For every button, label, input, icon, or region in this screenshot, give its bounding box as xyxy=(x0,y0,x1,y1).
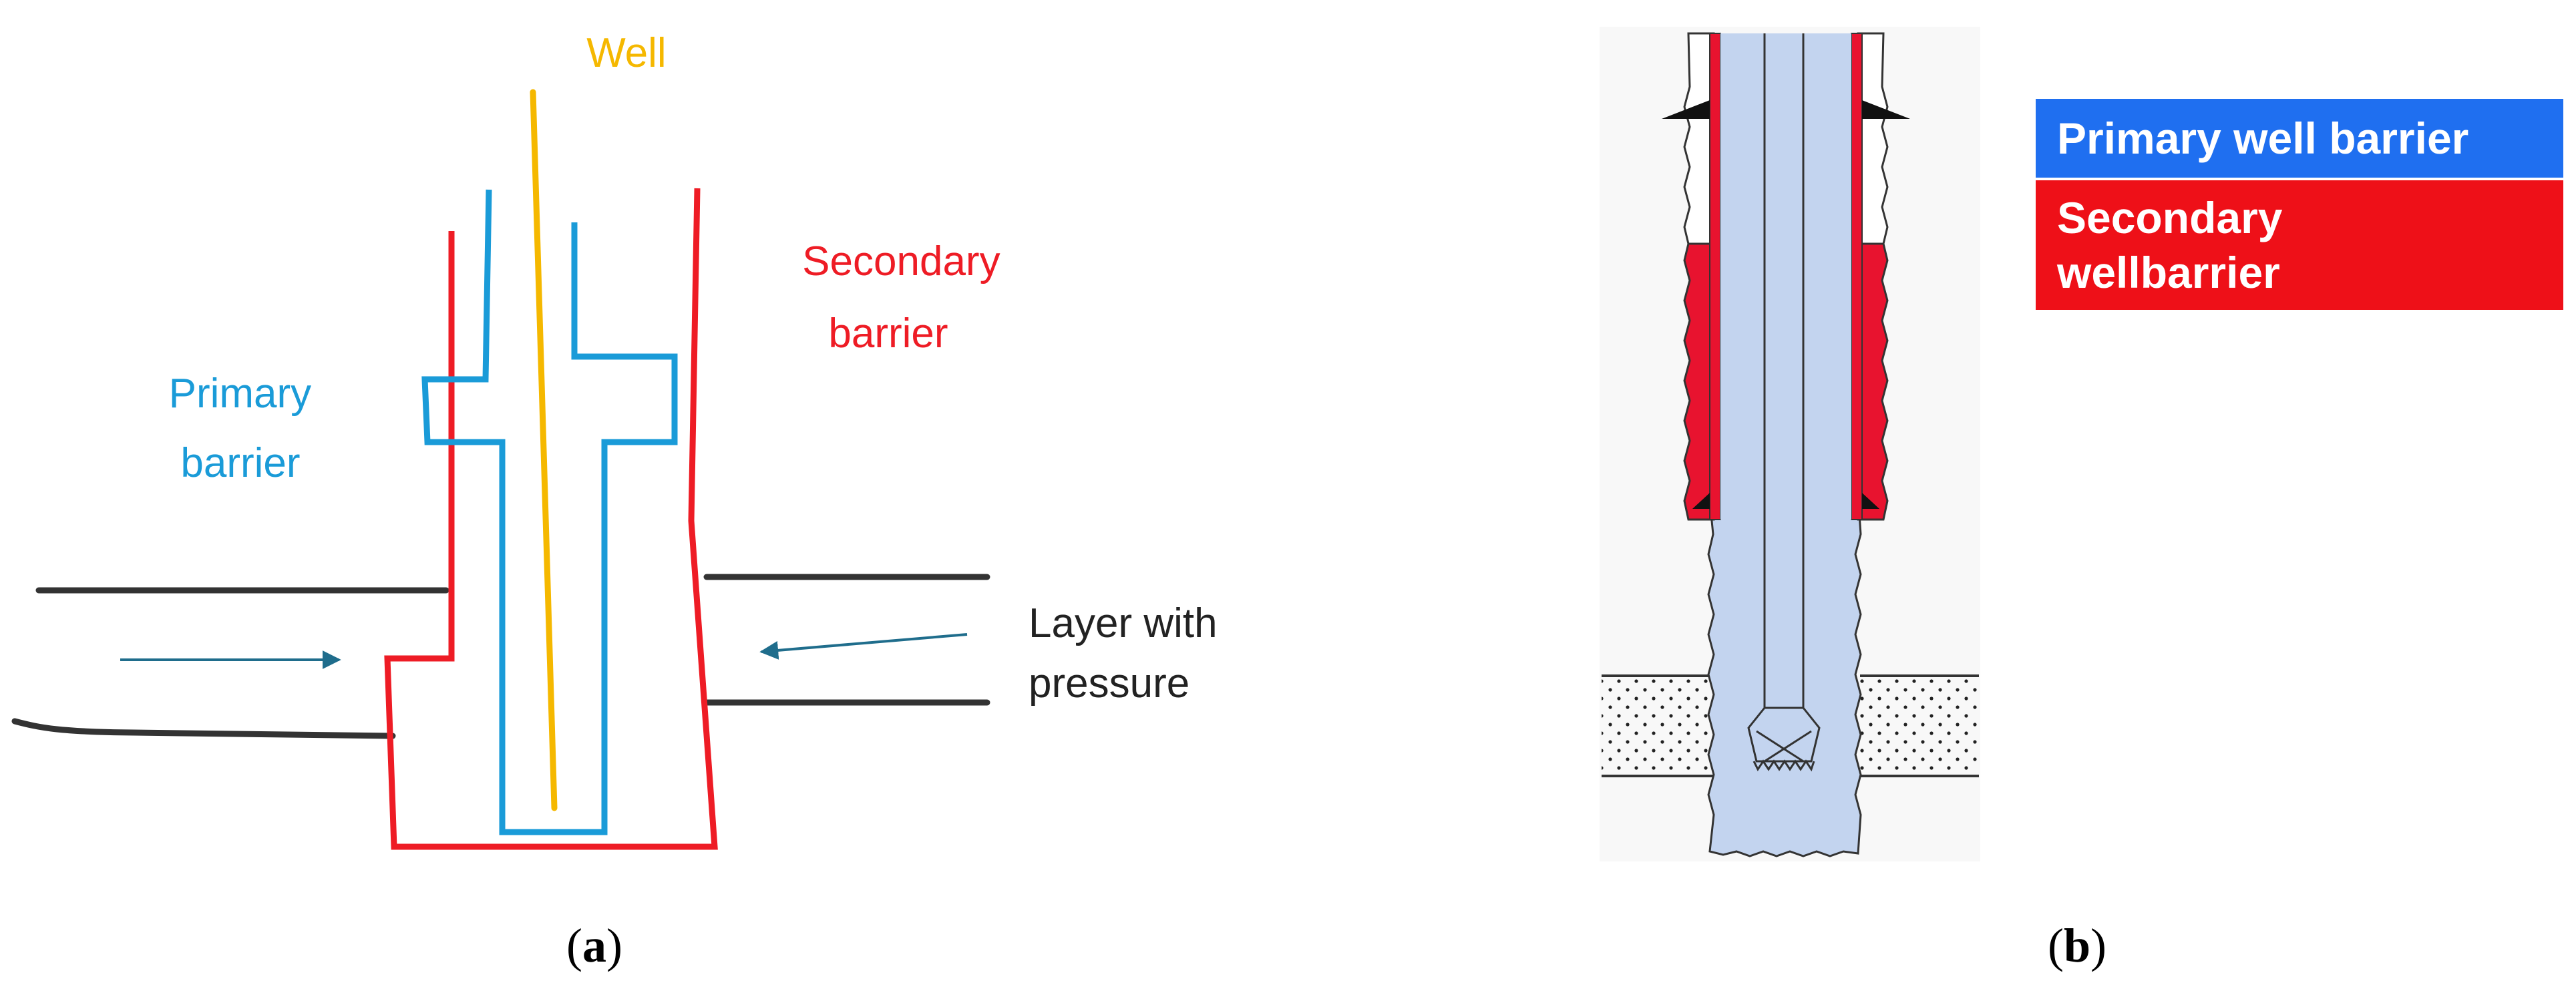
shoe-left-triangle xyxy=(1692,493,1710,509)
panel-b: (b) xyxy=(1600,27,2106,972)
legend-primary-well-barrier: Primary well barrier xyxy=(2036,99,2563,178)
well-label: Well xyxy=(586,30,666,76)
casing-shoe-markers xyxy=(1662,100,1910,509)
wellhead-left-triangle xyxy=(1662,100,1710,119)
formation-band xyxy=(1602,674,1979,777)
primary-barrier-label: Primary barrier xyxy=(169,371,323,486)
shoe-right-triangle xyxy=(1862,493,1879,509)
formation-band-left xyxy=(1602,676,1713,776)
drill-bit-teeth xyxy=(1753,759,1815,772)
caption-a-close: ) xyxy=(606,919,622,972)
formation-lines xyxy=(11,574,990,739)
primary-barrier-outline xyxy=(421,189,678,835)
secondary-barrier-outline xyxy=(384,188,718,850)
secondary-barrier-label-line2: barrier xyxy=(828,311,948,357)
caption-b: (b) xyxy=(2048,919,2106,972)
upper-hole-wall-right xyxy=(1857,32,1889,245)
legend-secondary-text-line1: Secondary xyxy=(2057,193,2283,242)
panel-a: Well Secondary barrier Primary barrier L… xyxy=(11,30,1229,972)
caption-a-open: ( xyxy=(566,919,582,972)
open-hole xyxy=(1707,513,1862,857)
secondary-barrier-label-line1: Secondary xyxy=(802,238,1000,284)
legend-primary-text: Primary well barrier xyxy=(2057,114,2469,163)
drill-bit-cross-b xyxy=(1764,730,1812,763)
drill-bit xyxy=(1747,707,1821,763)
primary-barrier-label-line2: barrier xyxy=(180,440,300,486)
wellhead-right-triangle xyxy=(1862,100,1910,119)
casing-left xyxy=(1709,33,1721,520)
layer-with-pressure-line2: pressure xyxy=(1029,660,1189,707)
secondary-cement-right xyxy=(1857,242,1889,521)
drill-bit-cross-a xyxy=(1756,730,1804,763)
legend-secondary-text-line2: wellbarrier xyxy=(2057,248,2280,297)
layer-with-pressure-label: Layer with pressure xyxy=(1029,600,1229,707)
legend-secondary-well-barrier: Secondary wellbarrier xyxy=(2036,180,2563,310)
caption-a-letter: a xyxy=(582,919,606,972)
layer-with-pressure-line1: Layer with xyxy=(1029,600,1218,646)
caption-b-open: ( xyxy=(2048,919,2064,972)
formation-band-right xyxy=(1860,676,1979,776)
pressure-arrow-right xyxy=(759,633,968,660)
casing-right xyxy=(1851,33,1863,520)
secondary-cement-left xyxy=(1683,242,1715,521)
secondary-barrier-label: Secondary barrier xyxy=(802,238,1012,357)
primary-barrier-label-line1: Primary xyxy=(169,371,312,417)
caption-b-letter: b xyxy=(2064,919,2090,972)
caption-a: (a) xyxy=(566,919,622,972)
caption-b-close: ) xyxy=(2090,919,2106,972)
pressure-arrows xyxy=(120,633,968,669)
well-line xyxy=(530,89,558,811)
primary-fluid-column xyxy=(1720,33,1851,520)
drill-string xyxy=(1747,33,1821,772)
formation-left-bottom xyxy=(11,718,396,739)
